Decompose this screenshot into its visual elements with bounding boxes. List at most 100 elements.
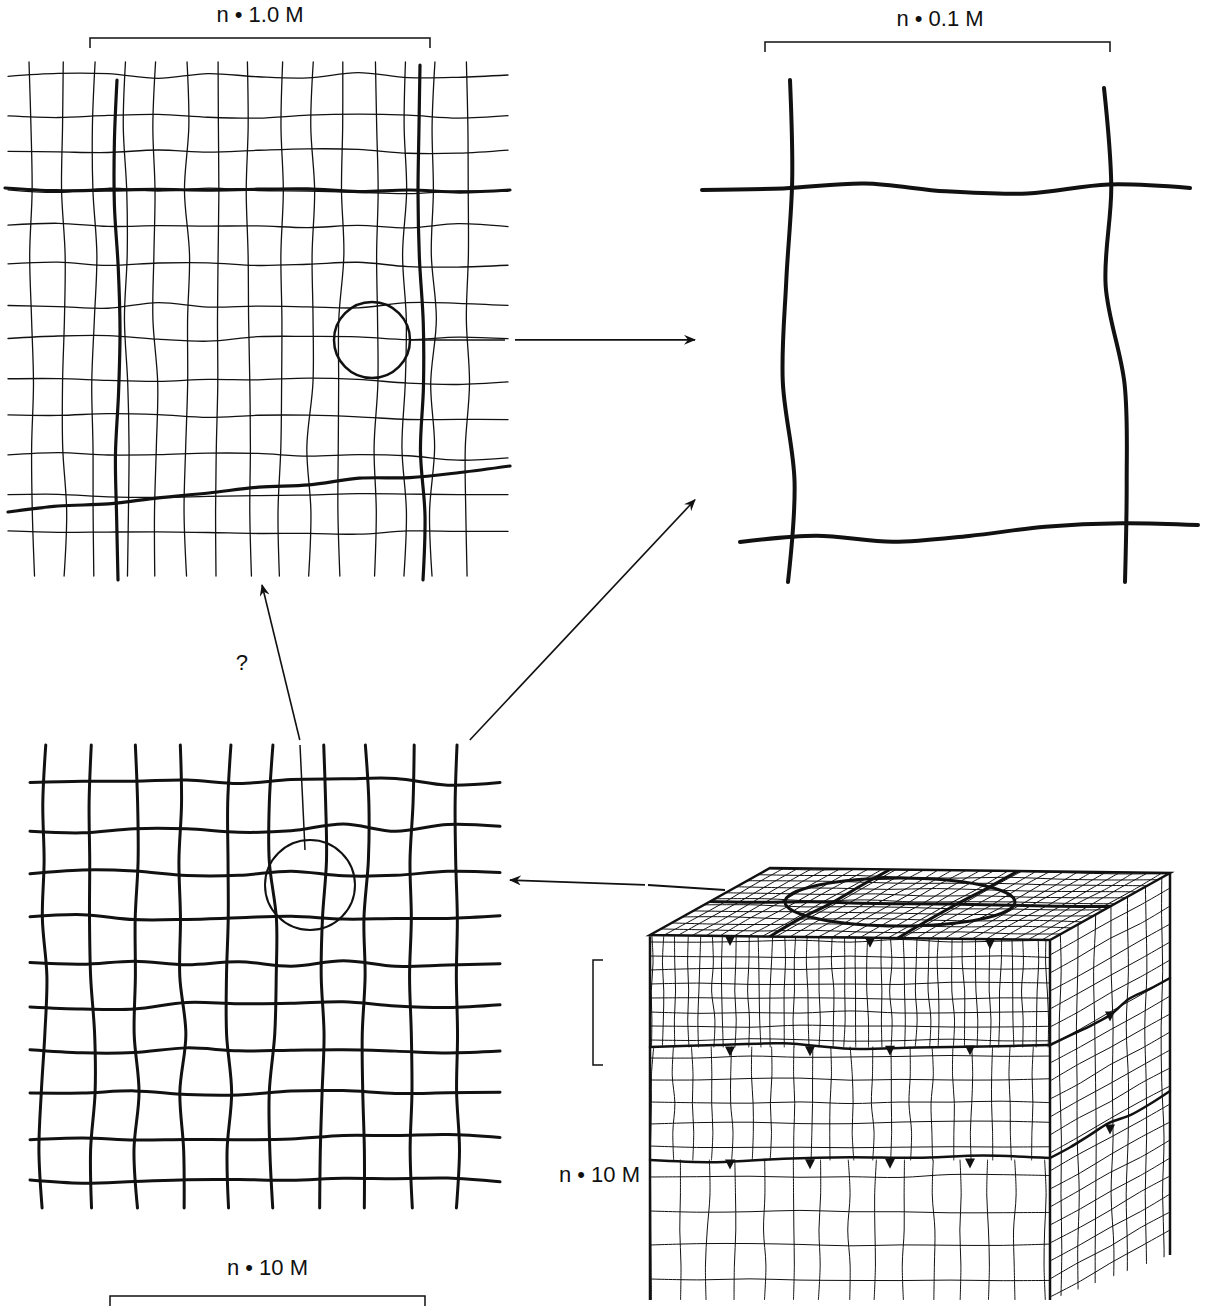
fracture-line bbox=[650, 1210, 1050, 1212]
rock-block bbox=[593, 860, 1170, 1305]
fracture-line bbox=[1145, 860, 1147, 1305]
fracture-line bbox=[937, 935, 939, 1047]
fracture-line bbox=[30, 778, 500, 785]
fracture-line bbox=[30, 1048, 500, 1053]
fracture-line bbox=[650, 956, 1050, 958]
fracture-line bbox=[711, 1047, 713, 1160]
fracture-line bbox=[903, 935, 905, 1047]
fracture-network-medium bbox=[5, 38, 510, 580]
fracture-line bbox=[30, 1090, 500, 1095]
leader-line bbox=[300, 745, 305, 850]
fracture-line bbox=[867, 935, 869, 1047]
fracture-line bbox=[362, 745, 369, 1208]
fracture-line bbox=[1032, 1047, 1034, 1160]
fracture-line bbox=[1050, 1086, 1170, 1153]
fracture-line bbox=[712, 935, 715, 1047]
layer-boundary bbox=[650, 1156, 1050, 1163]
fracture-line bbox=[890, 935, 892, 1047]
fracture-line bbox=[793, 1160, 795, 1300]
fracture-line bbox=[680, 1160, 681, 1300]
fracture-line bbox=[650, 1243, 1050, 1245]
thrust-tooth bbox=[865, 938, 875, 948]
fracture-line bbox=[650, 1078, 1050, 1080]
fracture-line bbox=[932, 1160, 935, 1300]
thrust-tooth bbox=[985, 939, 995, 949]
scale-bar bbox=[90, 38, 430, 48]
fracture-line bbox=[831, 935, 834, 1047]
major-fracture bbox=[1104, 88, 1127, 582]
fracture-line bbox=[844, 935, 846, 1047]
fracture-line bbox=[8, 335, 508, 341]
fracture-line bbox=[1012, 935, 1014, 1047]
fracture-line bbox=[650, 1279, 1050, 1281]
fracture-line bbox=[952, 1047, 954, 1160]
fracture-line bbox=[650, 998, 1050, 1000]
major-fracture bbox=[782, 80, 794, 582]
fracture-line bbox=[1050, 1050, 1170, 1117]
fracture-line bbox=[1046, 935, 1049, 1047]
fracture-line bbox=[970, 1047, 972, 1160]
thrust-tooth bbox=[885, 1046, 895, 1056]
fracture-line bbox=[962, 935, 965, 1047]
fracture-line bbox=[1050, 978, 1170, 1045]
fracture-line bbox=[1022, 935, 1024, 1047]
fracture-line bbox=[1050, 1122, 1170, 1189]
fracture-line bbox=[931, 1047, 933, 1160]
fracture-line bbox=[650, 1039, 1050, 1042]
fracture-line bbox=[748, 935, 750, 1047]
layer-boundary bbox=[1050, 978, 1170, 1045]
fracture-line bbox=[29, 62, 35, 576]
fracture-line bbox=[8, 262, 508, 267]
fracture-line bbox=[682, 917, 1082, 922]
fracture-line bbox=[650, 1025, 1050, 1027]
fracture-line bbox=[1036, 935, 1038, 1047]
fracture-line bbox=[770, 1047, 772, 1160]
scale-label: n • 0.1 M bbox=[695, 6, 1185, 32]
fracture-line bbox=[410, 745, 415, 1208]
fracture-line bbox=[672, 1047, 675, 1160]
scale-label: n • 1.0 M bbox=[5, 2, 515, 28]
fracture-line bbox=[8, 378, 508, 384]
fracture-line bbox=[987, 1160, 990, 1300]
fracture-line bbox=[881, 935, 883, 1047]
fracture-line bbox=[758, 935, 761, 1047]
fracture-line bbox=[8, 73, 508, 79]
fracture-line bbox=[1009, 1047, 1011, 1160]
fracture-line bbox=[928, 935, 931, 1047]
fracture-line bbox=[246, 62, 251, 576]
major-fracture bbox=[418, 65, 425, 580]
fracture-line bbox=[1013, 1160, 1016, 1300]
thrust-tooth bbox=[965, 1045, 975, 1055]
scale-panel: n • 10 M bbox=[20, 740, 510, 1305]
fracture-line bbox=[960, 1160, 961, 1300]
scale-bar bbox=[110, 1296, 425, 1306]
fracture-line bbox=[650, 1011, 1050, 1013]
fracture-line bbox=[430, 62, 437, 576]
fracture-line bbox=[650, 1121, 1050, 1124]
zoom-arrow bbox=[510, 880, 645, 885]
fracture-line bbox=[123, 62, 129, 576]
fracture-line bbox=[307, 62, 315, 576]
fracture-line bbox=[1094, 860, 1097, 1305]
fracture-line bbox=[278, 62, 283, 576]
fracture-line bbox=[650, 982, 1050, 984]
thrust-tooth bbox=[805, 1046, 815, 1056]
fracture-line bbox=[8, 223, 508, 228]
fracture-line bbox=[1050, 1212, 1170, 1279]
fracture-line bbox=[30, 1002, 500, 1010]
fracture-line bbox=[691, 1047, 693, 1160]
fracture-line bbox=[818, 1160, 820, 1300]
fracture-network-large bbox=[30, 745, 500, 1306]
zoom-arrow bbox=[262, 585, 300, 740]
fracture-line bbox=[30, 915, 500, 920]
major-fracture bbox=[702, 184, 1190, 194]
layer-boundary bbox=[650, 1043, 1050, 1049]
fracture-line bbox=[8, 149, 508, 154]
thrust-tooth bbox=[805, 1159, 815, 1169]
fracture-line bbox=[1126, 860, 1128, 1305]
thrust-tooth bbox=[885, 1159, 895, 1169]
thrust-tooth bbox=[725, 1047, 735, 1057]
fracture-line bbox=[8, 302, 508, 308]
fracture-line bbox=[693, 911, 1093, 916]
